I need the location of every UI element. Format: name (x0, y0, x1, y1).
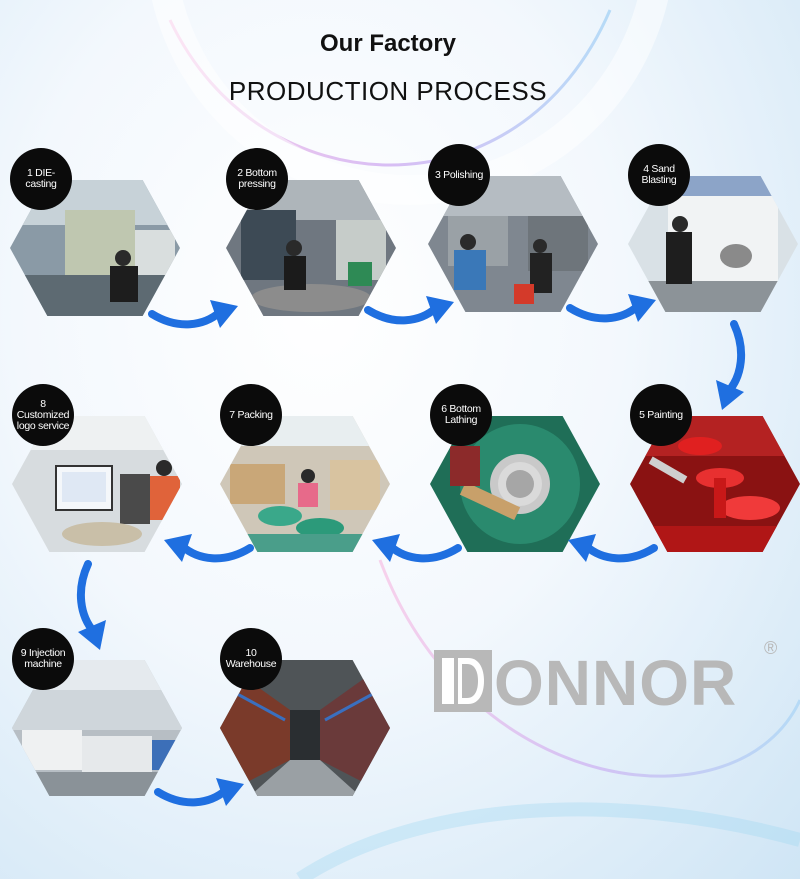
step-badge: 4 Sand Blasting (628, 144, 690, 206)
step-badge: 1 DIE-casting (10, 148, 72, 210)
registered-mark: ® (764, 638, 778, 658)
brand-logo: ONNOR ® (434, 638, 777, 722)
step-badge: 5 Painting (630, 384, 692, 446)
step-bottom-pressing: 2 Bottom pressing (226, 148, 396, 316)
arrow-right-icon (364, 296, 454, 325)
arrow-right-icon (154, 778, 244, 807)
step-injection-machine: 9 Injection machine (12, 628, 182, 796)
step-die-casting: 1 DIE-casting (10, 148, 180, 316)
step-customized-logo-service: 8 Customized logo service (12, 384, 182, 552)
step-badge: 2 Bottom pressing (226, 148, 288, 210)
step-badge: 7 Packing (220, 384, 282, 446)
step-badge: 10 Warehouse (220, 628, 282, 690)
step-warehouse: 10 Warehouse (220, 628, 390, 796)
arrow-down-icon (716, 320, 746, 410)
logo-text: ONNOR (494, 647, 738, 719)
step-sand-blasting: 4 Sand Blasting (628, 144, 798, 312)
arrow-right-icon (566, 294, 656, 323)
step-bottom-lathing: 6 Bottom Lathing (430, 384, 600, 552)
step-photo (10, 180, 180, 316)
step-painting: 5 Painting (630, 384, 800, 552)
step-badge: 8 Customized logo service (12, 384, 74, 446)
step-badge: 9 Injection machine (12, 628, 74, 690)
page-subtitle: PRODUCTION PROCESS (228, 76, 548, 106)
arrow-left-icon (372, 534, 462, 563)
logo-mark-icon (434, 650, 492, 712)
step-packing: 7 Packing (220, 384, 390, 552)
arrow-right-icon (148, 300, 238, 329)
step-photo (220, 416, 390, 552)
page-title: Our Factory (319, 30, 457, 57)
step-badge: 6 Bottom Lathing (430, 384, 492, 446)
step-badge: 3 Polishing (428, 144, 490, 206)
step-photo (628, 176, 798, 312)
step-polishing: 3 Polishing (428, 144, 598, 312)
arrow-down-icon (76, 560, 106, 650)
arrow-left-icon (568, 534, 658, 563)
arrow-left-icon (164, 534, 254, 563)
